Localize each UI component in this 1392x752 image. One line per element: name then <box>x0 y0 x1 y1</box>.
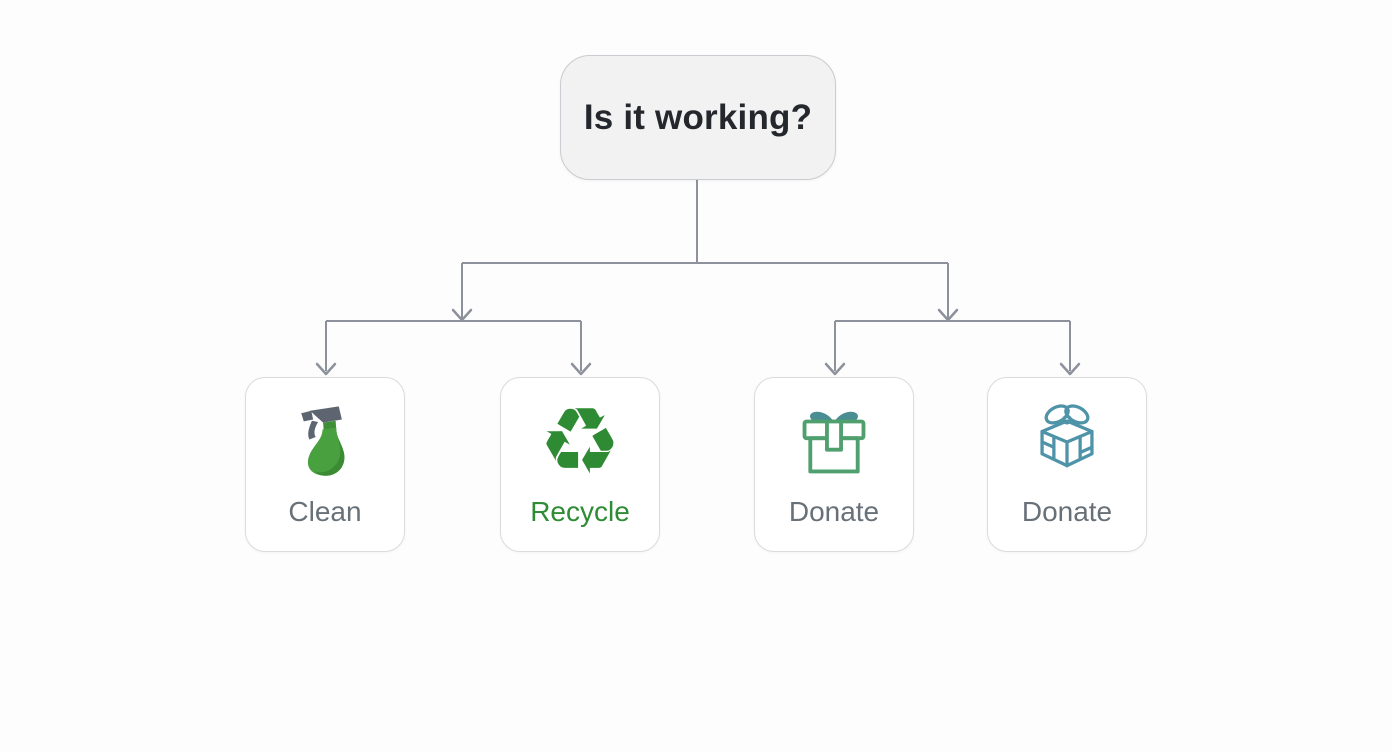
arrowhead-icon <box>1059 362 1081 376</box>
arrowhead-icon <box>937 308 959 322</box>
root-question-node: Is it working? <box>560 55 836 180</box>
card-label-donate-2: Donate <box>1021 496 1113 527</box>
arrowhead-icon <box>315 362 337 376</box>
wrapped-gift-icon <box>1025 394 1109 490</box>
option-card-recycle: ♻ Recycle <box>500 377 660 552</box>
arrowhead-icon <box>824 362 846 376</box>
card-label-recycle: Recycle <box>530 496 630 527</box>
card-label-clean: Clean <box>288 496 362 527</box>
gift-box-icon <box>793 394 875 490</box>
root-question-label: Is it working? <box>583 97 813 137</box>
option-card-donate-1: Donate <box>754 377 914 552</box>
option-card-donate-2: Donate <box>987 377 1147 552</box>
card-label-donate-1: Donate <box>788 496 880 527</box>
arrowhead-icon <box>451 308 473 322</box>
option-card-clean: Clean <box>245 377 405 552</box>
arrowhead-icon <box>570 362 592 376</box>
recycle-icon: ♻ <box>538 388 622 495</box>
spray-bottle-icon <box>285 394 365 490</box>
